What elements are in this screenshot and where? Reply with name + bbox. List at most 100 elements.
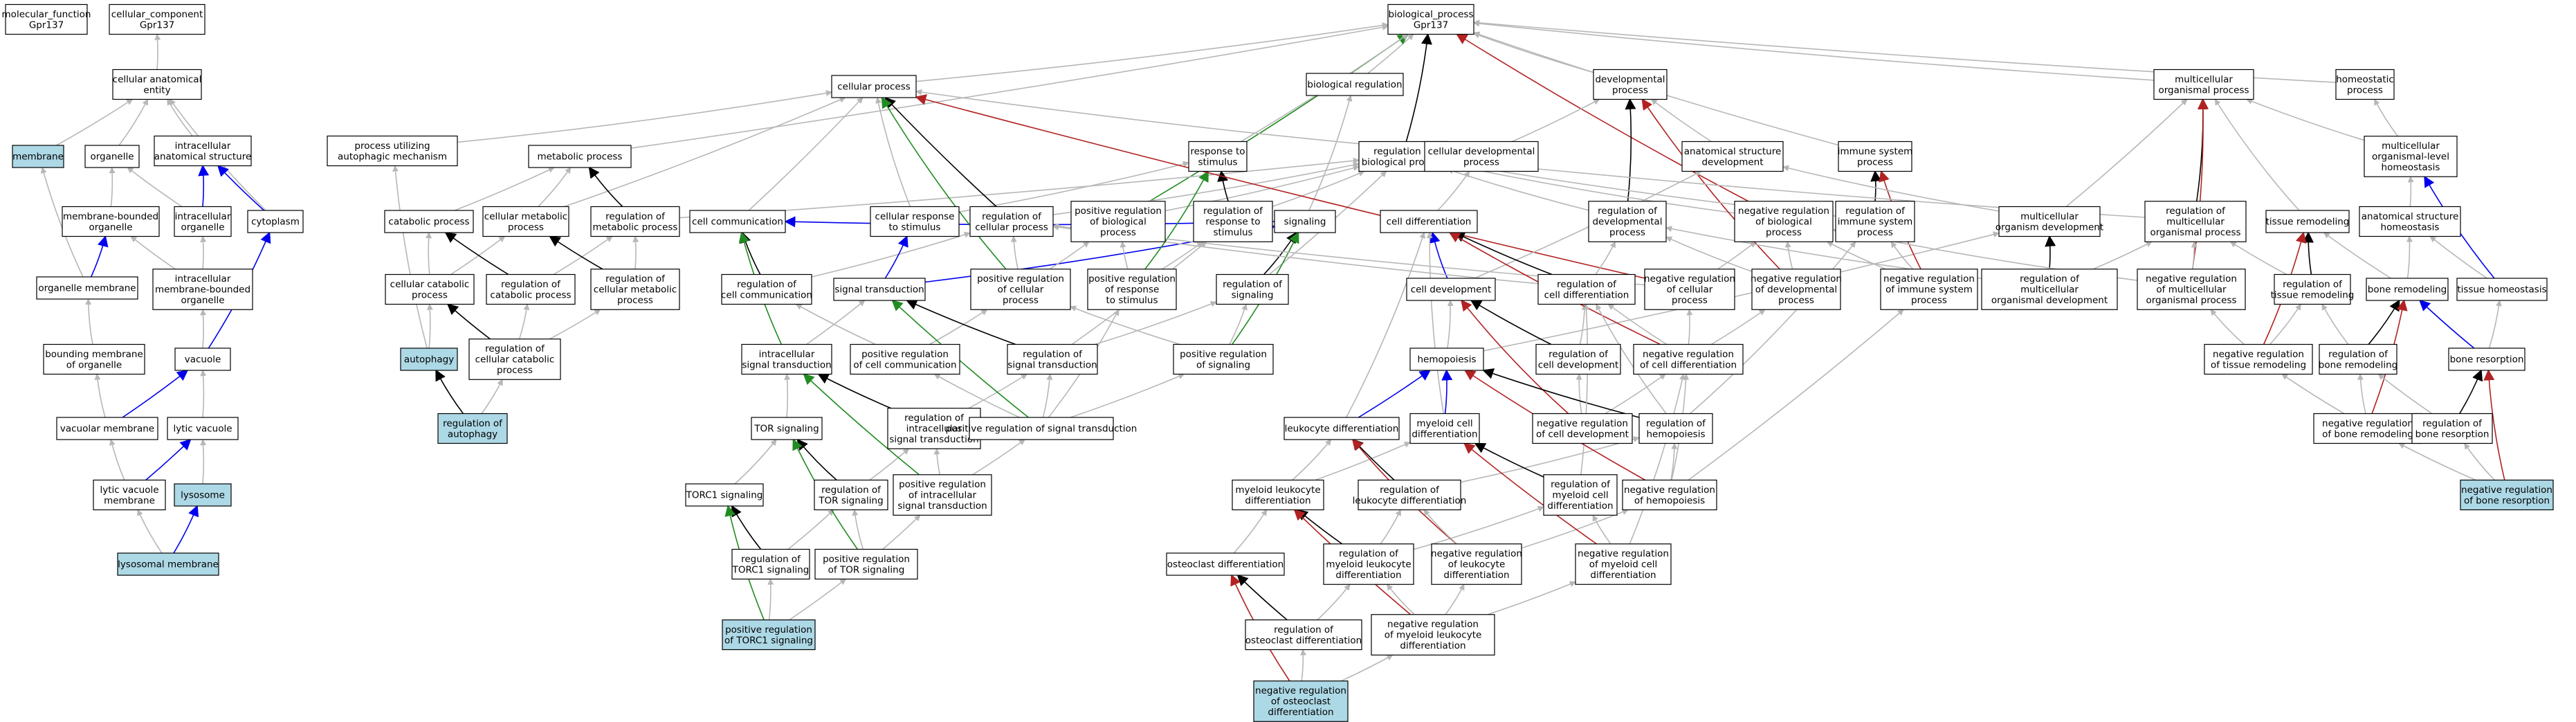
go-term-node[interactable]: catabolic process	[384, 210, 474, 233]
go-term-node[interactable]: organelle membrane	[36, 276, 138, 300]
go-term-node[interactable]: autophagy	[400, 348, 458, 371]
go-term-node[interactable]: TOR signaling	[751, 417, 823, 440]
go-term-node[interactable]: signaling	[1274, 210, 1336, 233]
go-term-node[interactable]: vacuole	[174, 348, 231, 371]
go-term-node[interactable]: hemopoiesis	[1409, 348, 1484, 371]
go-term-node[interactable]: lysosomal membrane	[117, 552, 219, 576]
go-term-node[interactable]: lytic vacuole	[167, 417, 239, 440]
go-term-node[interactable]: cell development	[1406, 278, 1496, 301]
go-term-node[interactable]: cellular process	[831, 75, 917, 98]
go-term-node[interactable]: osteoclast differentiation	[1166, 552, 1285, 576]
go-term-node[interactable]: tissue homeostasis	[2456, 278, 2548, 301]
go-term-node[interactable]: positive regulation of signal transducti…	[946, 417, 1138, 440]
go-term-node[interactable]: tissue remodeling	[2265, 210, 2350, 233]
go-term-node[interactable]: bone remodeling	[2366, 278, 2449, 301]
go-term-node[interactable]: cell differentiation	[1380, 210, 1478, 233]
go-term-node[interactable]: lysosome	[174, 483, 232, 507]
go-term-node[interactable]: membrane	[12, 145, 64, 168]
go-term-node[interactable]: biological regulation	[1306, 73, 1404, 96]
go-term-node[interactable]: organelle	[84, 145, 140, 168]
go-term-node[interactable]: vacuolar membrane	[56, 417, 158, 440]
go-term-node[interactable]: cytoplasm	[247, 210, 304, 233]
go-term-node[interactable]: metabolic process	[528, 145, 632, 168]
go-term-node[interactable]: bone resorption	[2448, 348, 2525, 371]
